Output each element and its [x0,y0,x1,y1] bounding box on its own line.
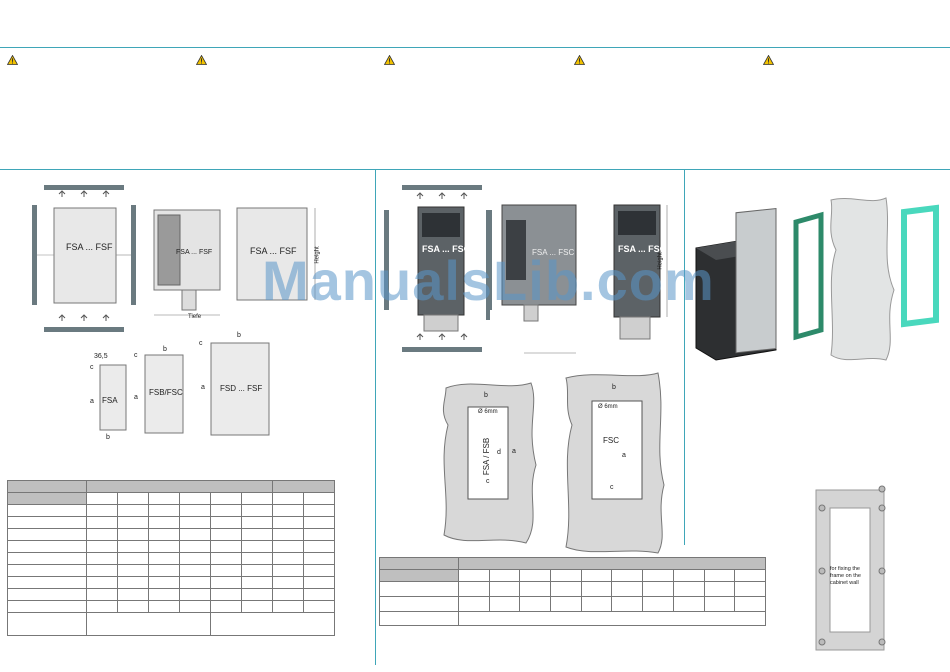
small-fsd-label: FSD ... FSF [220,384,263,393]
warning-triangle-icon [574,55,585,65]
dim-b-label: b [237,332,241,339]
left-mounting-drawings [32,185,316,436]
dim-36-5-label: 36,5 [94,353,108,360]
divider-left [375,170,376,665]
cutout-dim-c-label: c [486,478,490,485]
side-view-label: FSA ... FSF [176,249,213,256]
cutout-dim-b-label: b [484,392,488,399]
warning-triangle-icon [763,55,774,65]
cutout-dim-d-label: d [497,449,501,456]
dim-a-label: a [201,384,205,391]
dim-b-label: b [163,346,167,353]
left-dimension-table [7,480,335,636]
front-view-label: FSA ... FSF [66,242,113,252]
right-mounting-drawings [695,197,939,651]
middle-front-view-label: FSA ... FSC [422,244,471,254]
cutout-fsc-label: FSC [603,436,619,445]
rear-view-label: FSA ... FSF [250,246,297,256]
cutout-dim-c-label: c [610,484,614,491]
dim-c-label: c [199,340,203,347]
hole-diameter-label: Ø 6mm [478,409,498,415]
depth-label: Tiefe [188,314,202,320]
warning-triangle-icon [196,55,207,65]
small-fsa-label: FSA [102,396,118,405]
warning-triangle-icon [384,55,395,65]
dim-a-label: a [90,398,94,405]
warning-triangle-icon [7,55,18,65]
middle-side-view-label: FSA ... FSC [532,248,575,257]
middle-dimension-table [379,557,766,626]
cutout-fsa-fsb-label: FSA / FSB [482,437,492,476]
middle-mounting-drawings [384,185,668,554]
cutout-dim-a-label: a [512,448,516,455]
cutout-dim-b-label: b [612,384,616,391]
middle-rear-view-label: FSA ... FSC [618,244,667,254]
hole-diameter-label: Ø 6mm [598,404,618,410]
top-rule [0,47,950,48]
divider-right [684,170,685,545]
dim-c-label: c [134,352,138,359]
frame-fixing-note: for fixing the frame on the cabinet wall [830,566,861,586]
dim-c-label: c [90,364,94,371]
dim-a-label: a [134,394,138,401]
section-rule [0,169,950,170]
dim-b-label: b [106,434,110,441]
small-fsb-label: FSB/FSC [149,388,183,397]
cutout-dim-a-label: a [622,452,626,459]
watermark-text: ManualsLib.com [262,249,715,312]
